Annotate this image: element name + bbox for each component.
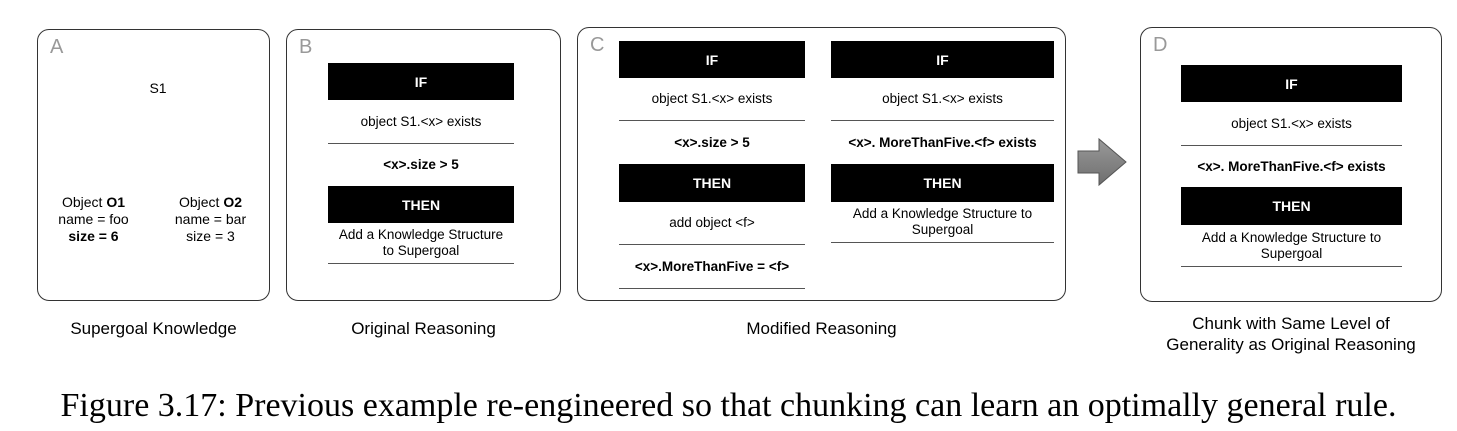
if-header: IF [831,41,1054,78]
rule-action: <x>.MoreThanFive = <f> [619,245,805,289]
chunk-rule: IF object S1.<x> exists <x>. MoreThanFiv… [1181,65,1402,267]
if-header: IF [1181,65,1402,102]
rule-action: Add a Knowledge Structure to Supergoal [328,223,514,264]
panel-b-caption: Original Reasoning [351,319,496,338]
s1-node-label: S1 [149,80,167,96]
object-o2-size: size = 3 [186,228,235,244]
panel-d-letter: D [1153,34,1168,56]
panel-a-letter: A [50,36,64,58]
rule-condition: object S1.<x> exists [831,78,1054,121]
rule-action: Add a Knowledge Structure to Supergoal [831,202,1054,243]
modified-rule-2: IF object S1.<x> exists <x>. MoreThanFiv… [831,41,1054,243]
then-header: THEN [831,164,1054,202]
rule-condition: <x>.size > 5 [383,157,459,172]
object-o2: Object O2 name = bar size = 3 [166,180,255,245]
object-o1-name: name = foo [58,211,129,227]
then-header: THEN [1181,187,1402,225]
rule-condition: <x>. MoreThanFive.<f> exists [848,134,1037,150]
panel-d-caption-line1: Chunk with Same Level of [1192,314,1390,333]
original-rule: IF object S1.<x> exists <x>.size > 5 THE… [328,63,514,264]
panel-a-caption: Supergoal Knowledge [70,319,237,338]
figure-caption: Figure 3.17: Previous example re-enginee… [60,387,1397,424]
then-header: THEN [619,164,805,202]
rule-condition: object S1.<x> exists [1181,102,1402,146]
object-o1-title: Object O1 [61,194,126,210]
panel-c-caption: Modified Reasoning [746,319,897,338]
object-o2-title: Object O2 [178,194,243,210]
rule-condition: object S1.<x> exists [328,100,514,144]
panel-b-letter: B [299,36,313,58]
rule-action: Add a Knowledge Structure to Supergoal [1181,225,1402,267]
panel-a: A [37,29,270,301]
object-o1: Object O1 name = foo size = 6 [50,180,137,245]
transform-arrow-icon [1077,137,1127,187]
panel-c-letter: C [590,34,605,56]
rule-condition: <x>. MoreThanFive.<f> exists [1197,158,1386,174]
panel-d-caption: Chunk with Same Level of Generality as O… [1140,313,1442,355]
rule-action: add object <f> [619,202,805,245]
modified-rule-1: IF object S1.<x> exists <x>.size > 5 THE… [619,41,805,289]
if-header: IF [328,63,514,100]
object-o2-name: name = bar [174,211,247,227]
rule-condition: <x>.size > 5 [674,134,750,150]
rule-condition: object S1.<x> exists [619,78,805,121]
then-header: THEN [328,186,514,223]
panel-d-caption-line2: Generality as Original Reasoning [1166,335,1416,354]
if-header: IF [619,41,805,78]
object-o1-size: size = 6 [68,228,119,244]
